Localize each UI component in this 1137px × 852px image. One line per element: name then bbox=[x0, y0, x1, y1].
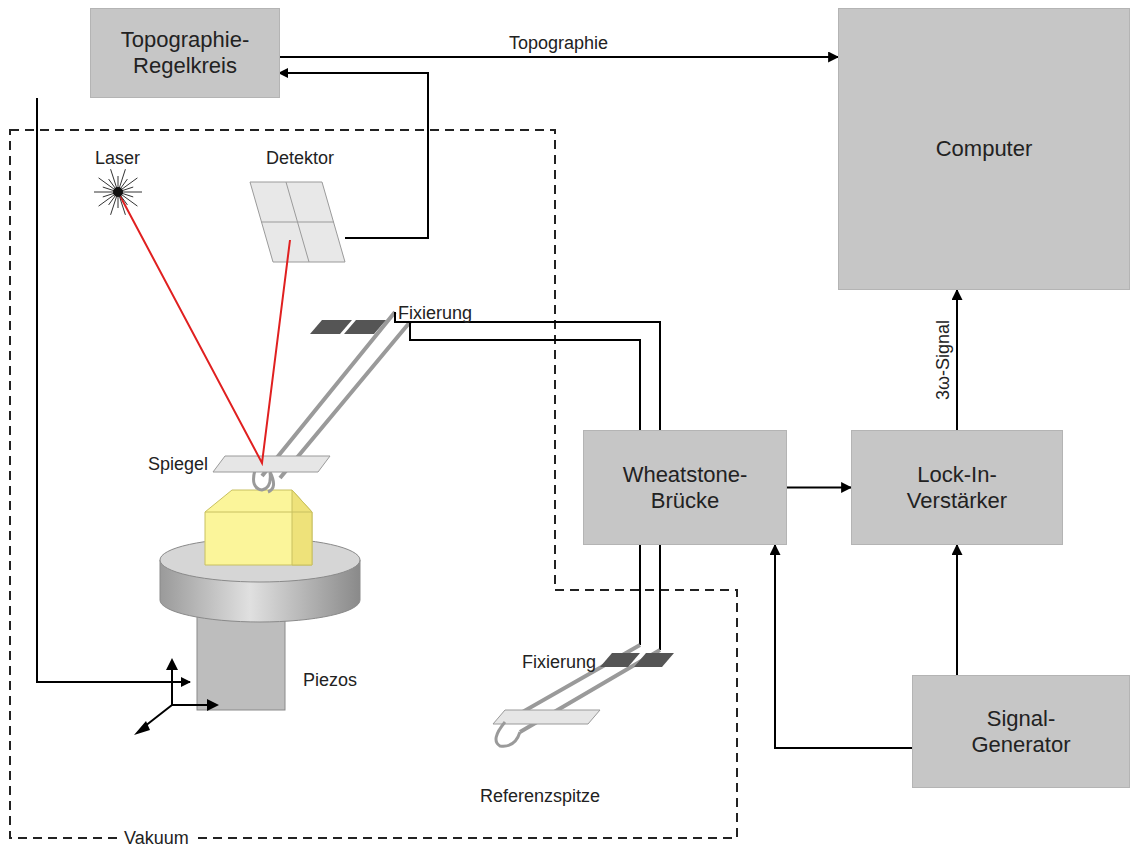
piezo-label: Piezos bbox=[303, 670, 357, 690]
reference-wire bbox=[640, 545, 660, 650]
box-label: Wheatstone-Brücke bbox=[598, 462, 773, 514]
bridge-box: Wheatstone-Brücke bbox=[583, 430, 787, 545]
box-label: Lock-In-Verstärker bbox=[882, 462, 1032, 514]
axis-heads bbox=[134, 658, 219, 735]
laser-core bbox=[113, 187, 123, 197]
vacuum-label: Vakuum bbox=[120, 828, 193, 848]
cantilever-wire bbox=[395, 312, 660, 430]
box-label: Topographie-Regelkreis bbox=[100, 27, 270, 79]
sample-edge bbox=[205, 512, 312, 513]
lockin-box: Lock-In-Verstärker bbox=[851, 430, 1063, 545]
sample bbox=[205, 490, 312, 565]
laser-symbol bbox=[94, 169, 142, 215]
signal-arrow bbox=[280, 56, 838, 58]
cantilever bbox=[262, 312, 410, 478]
axis-arrows bbox=[140, 665, 212, 730]
mirror-label: Spiegel bbox=[148, 454, 208, 474]
laser-label: Laser bbox=[95, 148, 140, 168]
edge-label: 3ω-Signal bbox=[933, 317, 953, 403]
reference-fixation-pad bbox=[634, 653, 674, 667]
box-label: Computer bbox=[936, 136, 1033, 162]
generator-box: Signal-Generator bbox=[912, 675, 1130, 788]
reference-fixation-pad bbox=[600, 653, 640, 667]
fixation-label: Fixierung bbox=[398, 303, 472, 323]
fixation-pad bbox=[344, 320, 386, 334]
sample-side bbox=[292, 490, 312, 565]
signal-arrow bbox=[956, 545, 958, 675]
edge-label: Topographie bbox=[506, 33, 611, 53]
detector bbox=[250, 182, 345, 262]
fixation-label: Fixierung bbox=[522, 652, 596, 672]
reference-mirror bbox=[493, 710, 600, 724]
detector-label: Detektor bbox=[266, 148, 334, 168]
signal-arrow bbox=[956, 290, 958, 430]
cantilever-wire bbox=[410, 322, 640, 430]
signal-arrow bbox=[775, 545, 912, 748]
fixation-pad bbox=[310, 320, 352, 334]
control-loop-box: Topographie-Regelkreis bbox=[90, 8, 280, 98]
computer-box: Computer bbox=[838, 8, 1130, 290]
box-label: Signal-Generator bbox=[946, 706, 1096, 758]
mirror bbox=[213, 456, 330, 472]
signal-arrow bbox=[787, 487, 851, 489]
reference-tip bbox=[496, 722, 520, 746]
laser-beam bbox=[118, 192, 290, 463]
reference-tip-label: Referenzspitze bbox=[480, 786, 600, 806]
cantilever-tip bbox=[254, 470, 274, 492]
